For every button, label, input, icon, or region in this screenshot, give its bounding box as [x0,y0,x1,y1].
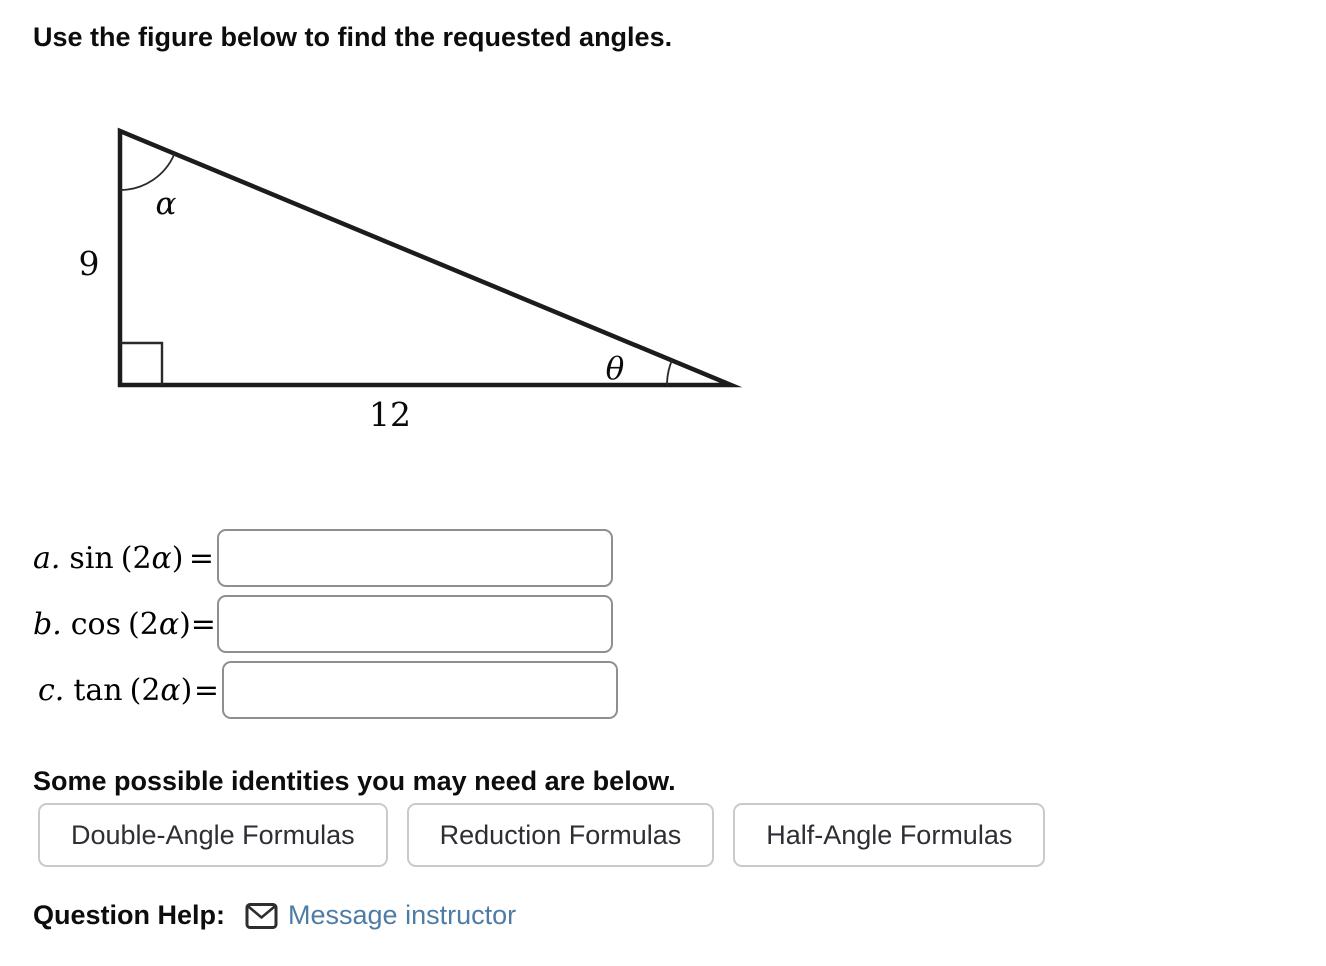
tan-2a-input[interactable] [222,661,618,719]
reduction-formulas-button[interactable]: Reduction Formulas [406,803,715,867]
question-help-label: Question Help: [33,900,226,930]
double-angle-formulas-button[interactable]: Double-Angle Formulas [38,803,388,867]
tan-expression-label: c. tan (2 α ) = [38,673,222,708]
question-help-row: Question Help: Message instructor [33,900,516,931]
function-name: sin [69,540,114,576]
identities-note: Some possible identities you may need ar… [33,766,676,796]
envelope-icon [245,902,278,929]
arg-variable: α [151,540,172,576]
row-letter: a. [33,540,61,576]
arg-close: ) [179,606,191,642]
triangle-svg: 9 12 α θ [79,127,743,434]
function-name: cos [70,606,122,642]
arg-variable: α [160,672,181,708]
sin-2a-input[interactable] [217,529,613,587]
theta-angle-arc [666,360,673,386]
arg-open: (2 [128,606,159,642]
equals-sign: = [190,606,216,642]
message-instructor-link[interactable]: Message instructor [288,900,517,930]
horizontal-leg-label: 12 [369,395,411,434]
cos-2a-input[interactable] [217,595,613,653]
half-angle-formulas-button[interactable]: Half-Angle Formulas [733,803,1046,867]
right-angle-marker [120,341,164,385]
row-letter: b. [33,606,62,642]
equals-sign: = [188,540,214,576]
row-letter: c. [38,672,65,708]
cos-expression-label: b. cos (2 α ) = [33,607,217,642]
vertical-leg-label: 9 [79,244,100,283]
sin-expression-label: a. sin (2 α ) = [33,541,217,576]
arg-open: (2 [120,540,152,576]
alpha-angle-arc [119,153,176,191]
page-title: Use the figure below to find the request… [33,22,673,52]
arg-close: ) [180,672,193,708]
identity-buttons-row: Double-Angle Formulas Reduction Formulas… [38,803,1046,867]
function-name: tan [73,672,123,708]
arg-variable: α [158,606,180,642]
answer-row-tan: c. tan (2 α ) = [38,660,618,720]
alpha-angle-label: α [156,186,177,222]
answer-row-sin: a. sin (2 α ) = [33,528,613,588]
answer-row-cos: b. cos (2 α ) = [33,594,613,654]
equals-sign: = [193,672,219,708]
triangle-outline [117,127,743,388]
arg-close: ) [171,540,184,576]
arg-open: (2 [129,672,161,708]
triangle-figure: 9 12 α θ [55,105,775,455]
theta-angle-label: θ [606,351,625,387]
